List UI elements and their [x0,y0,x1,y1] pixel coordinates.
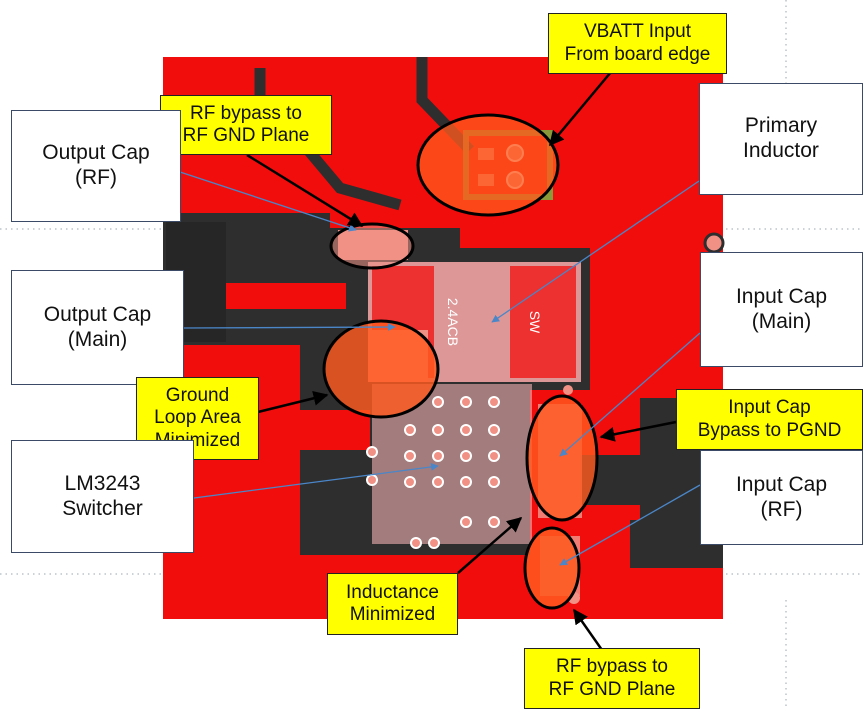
via-right-edge [703,232,725,254]
callout-output-cap-rf: Output Cap (RF) [11,110,181,222]
callout-input-cap-rf: Input Cap (RF) [700,450,863,545]
red-trace-mid [300,410,370,450]
callout-input-cap-main: Input Cap (Main) [700,252,863,367]
callout-rf-bypass-top: RF bypass to RF GND Plane [160,95,332,155]
lm3243-pads [366,396,500,549]
silk-net-left: 2.4ACB [445,298,461,346]
callout-inductance-minimized: Inductance Minimized [327,573,458,635]
blue-leader-lines [179,171,701,566]
callout-output-cap-main: Output Cap (Main) [11,270,184,385]
highlight-vbatt [416,113,560,217]
red-trace-left [226,283,346,309]
highlight-ground-loop [322,319,440,419]
black-arrows [246,71,677,651]
highlight-output-cap-rf [329,222,415,270]
callout-input-cap-bypass: Input Cap Bypass to PGND [676,389,863,450]
highlight-ellipses [322,113,599,610]
via-mid-right [563,385,573,395]
callout-primary-inductor: Primary Inductor [699,83,863,195]
silk-net-right: SW [527,311,543,334]
callout-rf-bypass-bottom: RF bypass to RF GND Plane [524,648,700,709]
callout-vbatt-input: VBATT Input From board edge [548,13,727,74]
inductor-pad-right [510,266,576,378]
highlight-input-cap-rf [523,526,581,610]
callout-lm3243-switcher: LM3243 Switcher [11,440,194,553]
highlight-input-cap-bypass [525,394,599,522]
